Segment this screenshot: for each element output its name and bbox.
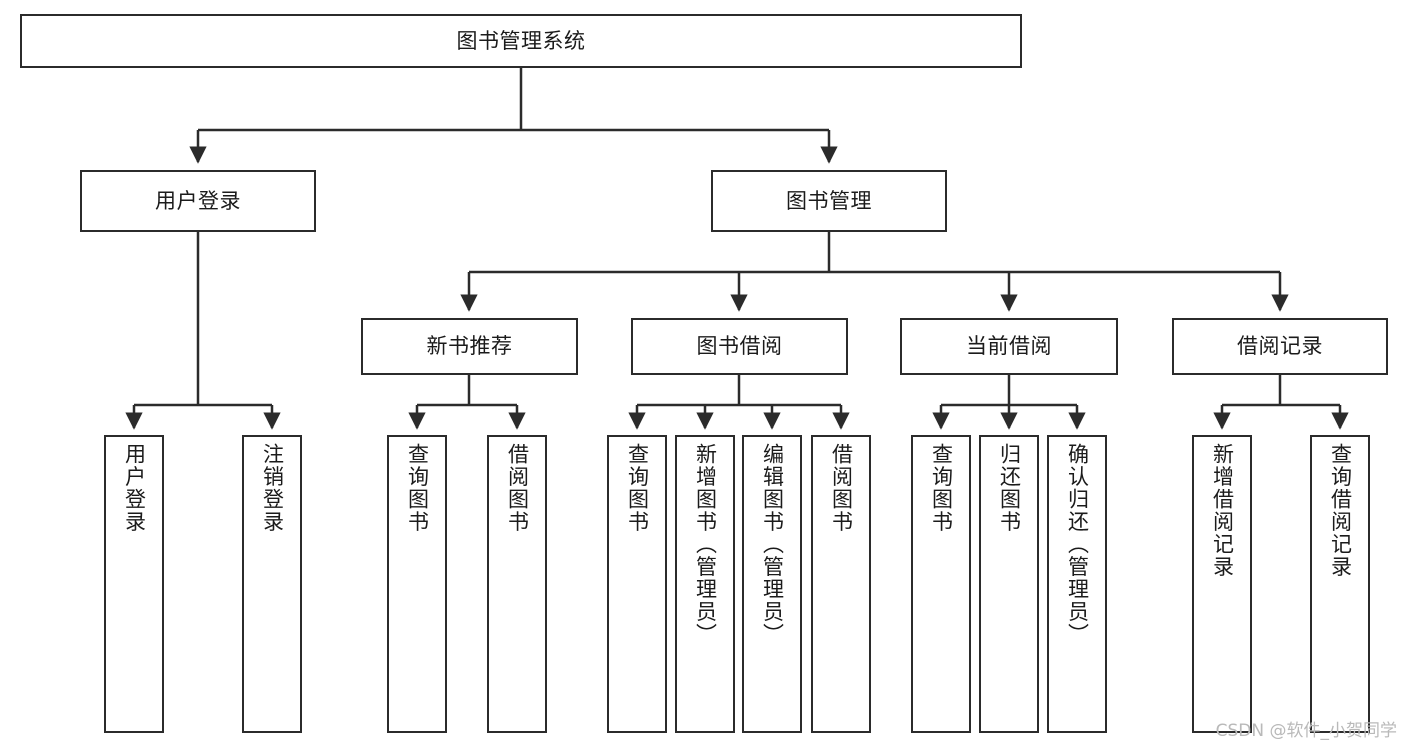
node-leaf-query-book-2-label: 查询图书 xyxy=(625,443,650,533)
node-leaf-edit-book[interactable]: 编辑图书（管理员） xyxy=(742,435,802,733)
node-leaf-query-book-3-label: 查询图书 xyxy=(929,443,954,533)
node-book-borrow[interactable]: 图书借阅 xyxy=(631,318,848,375)
node-borrow-record-label: 借阅记录 xyxy=(1237,334,1323,359)
node-leaf-return-book[interactable]: 归还图书 xyxy=(979,435,1039,733)
node-root-label: 图书管理系统 xyxy=(456,28,586,53)
node-leaf-user-login-label: 用户登录 xyxy=(122,443,147,533)
node-leaf-confirm-return[interactable]: 确认归还（管理员） xyxy=(1047,435,1107,733)
node-leaf-add-book-label: 新增图书（管理员） xyxy=(693,443,718,646)
node-root[interactable]: 图书管理系统 xyxy=(20,14,1022,68)
node-new-book-rec-label: 新书推荐 xyxy=(426,334,513,359)
node-leaf-query-book-1-label: 查询图书 xyxy=(405,443,430,533)
node-leaf-borrow-book-2-label: 借阅图书 xyxy=(829,443,854,533)
node-leaf-add-record[interactable]: 新增借阅记录 xyxy=(1192,435,1252,733)
node-user-login[interactable]: 用户登录 xyxy=(80,170,316,232)
node-book-manage-label: 图书管理 xyxy=(786,188,872,213)
node-leaf-add-book[interactable]: 新增图书（管理员） xyxy=(675,435,735,733)
node-leaf-query-book-1[interactable]: 查询图书 xyxy=(387,435,447,733)
node-leaf-add-record-label: 新增借阅记录 xyxy=(1210,443,1235,578)
node-leaf-query-record[interactable]: 查询借阅记录 xyxy=(1310,435,1370,733)
node-current-borrow-label: 当前借阅 xyxy=(966,334,1052,359)
node-leaf-return-book-label: 归还图书 xyxy=(997,443,1022,533)
node-leaf-query-book-2[interactable]: 查询图书 xyxy=(607,435,667,733)
node-new-book-rec[interactable]: 新书推荐 xyxy=(361,318,578,375)
node-book-borrow-label: 图书借阅 xyxy=(696,334,783,359)
node-leaf-query-book-3[interactable]: 查询图书 xyxy=(911,435,971,733)
node-leaf-query-record-label: 查询借阅记录 xyxy=(1328,443,1353,578)
node-borrow-record[interactable]: 借阅记录 xyxy=(1172,318,1388,375)
node-leaf-borrow-book-2[interactable]: 借阅图书 xyxy=(811,435,871,733)
node-leaf-confirm-return-label: 确认归还（管理员） xyxy=(1065,443,1090,646)
node-leaf-user-login[interactable]: 用户登录 xyxy=(104,435,164,733)
node-current-borrow[interactable]: 当前借阅 xyxy=(900,318,1118,375)
node-user-login-label: 用户登录 xyxy=(155,188,241,213)
node-leaf-borrow-book-1[interactable]: 借阅图书 xyxy=(487,435,547,733)
node-leaf-logout-label: 注销登录 xyxy=(260,443,285,533)
node-leaf-borrow-book-1-label: 借阅图书 xyxy=(505,443,530,533)
node-leaf-logout[interactable]: 注销登录 xyxy=(242,435,302,733)
node-leaf-edit-book-label: 编辑图书（管理员） xyxy=(760,443,785,646)
node-book-manage[interactable]: 图书管理 xyxy=(711,170,947,232)
